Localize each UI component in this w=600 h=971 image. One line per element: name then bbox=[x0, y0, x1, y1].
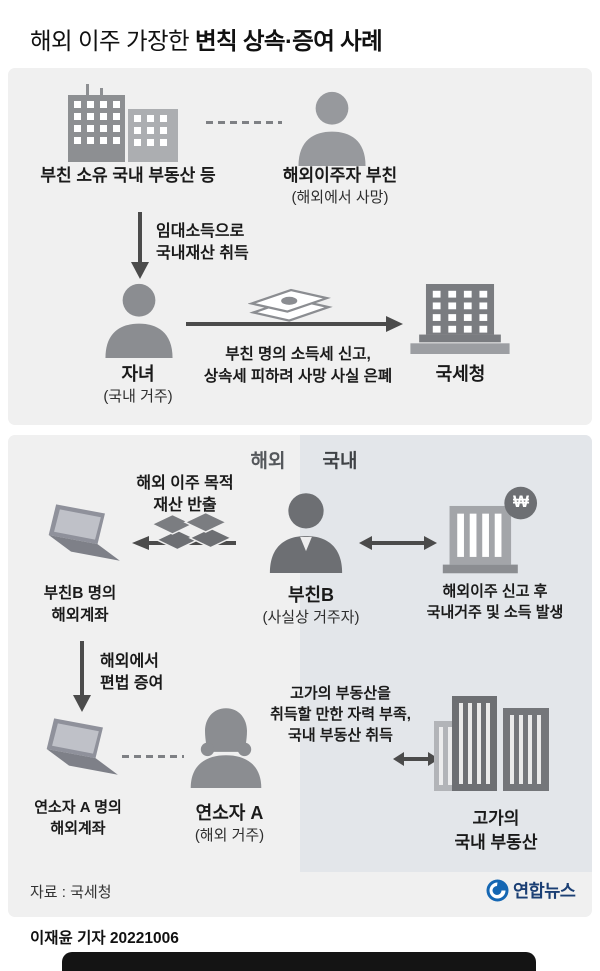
dashed-connector bbox=[206, 121, 282, 124]
won-symbol: ₩ bbox=[512, 492, 530, 511]
tax-office-building-icon bbox=[406, 284, 514, 354]
yonhap-logo: 연합뉴스 bbox=[486, 878, 576, 903]
emigrant-father-label: 해외이주자 부친 bbox=[282, 166, 398, 185]
tax-office-label: 국세청 bbox=[435, 364, 486, 384]
bottom-bar bbox=[62, 952, 536, 971]
domestic-zone-background bbox=[300, 435, 592, 872]
title-bold: 변칙 상속·증여 사례 bbox=[194, 28, 383, 54]
arrow-right-icon bbox=[186, 315, 404, 333]
domestic-property-buildings-icon bbox=[58, 82, 192, 162]
child-icon bbox=[98, 280, 180, 358]
case2-panel: 해외 국내 해외 이주 목적 재산 반출 bbox=[8, 435, 592, 917]
asset-cards-icon bbox=[150, 509, 234, 557]
emigrant-father-icon bbox=[292, 88, 372, 166]
title-regular: 해외 이주 가장한 bbox=[30, 28, 195, 54]
domestic-property-label: 부친 소유 국내 부동산 등 bbox=[40, 166, 216, 185]
asset-transfer-note: 해외 이주 목적 재산 반출 bbox=[136, 475, 234, 515]
dashed-connector bbox=[122, 755, 184, 758]
domestic-income-bank-icon: ₩ bbox=[438, 483, 538, 577]
insufficient-wealth-note: 고가의 부동산을 취득할 만한 자력 부족, 국내 부동산 취득 bbox=[270, 685, 411, 744]
minorA-note: (해외 거주) bbox=[194, 827, 265, 844]
minorA-label: 연소자 A bbox=[195, 803, 264, 823]
expensive-towers-icon bbox=[434, 691, 556, 797]
emigration-report-note: 해외이주 신고 후 국내거주 및 소득 발생 bbox=[426, 583, 564, 621]
laptop-icon bbox=[28, 501, 124, 579]
source-credit: 자료 : 국세청 bbox=[30, 884, 112, 901]
case1-panel: 부친 소유 국내 부동산 등 해외이주자 부친 (해외에서 사망) 임대소득으로… bbox=[8, 68, 592, 425]
money-bills-icon bbox=[248, 282, 334, 334]
fatherB-icon bbox=[264, 485, 348, 577]
child-note: (국내 거주) bbox=[103, 388, 173, 405]
fatherB-label: 부친B bbox=[287, 585, 335, 605]
tax-report-note: 부친 명의 소득세 신고, 상속세 피하려 사망 사실 은폐 bbox=[203, 346, 393, 385]
fatherB-account-label: 부친B 명의 해외계좌 bbox=[43, 585, 117, 624]
child-label: 자녀 bbox=[121, 364, 155, 384]
double-arrow-icon bbox=[392, 751, 440, 767]
emigrant-father-note: (해외에서 사망) bbox=[291, 189, 389, 206]
rental-income-note: 임대소득으로 국내재산 취득 bbox=[156, 223, 249, 263]
yonhap-logo-text: 연합뉴스 bbox=[513, 881, 576, 901]
yonhap-logo-icon bbox=[486, 879, 509, 902]
page-title: 해외 이주 가장한 변칙 상속·증여 사례 bbox=[30, 22, 383, 56]
towers-label: 고가의 국내 부동산 bbox=[454, 809, 538, 852]
double-arrow-icon bbox=[358, 535, 438, 551]
domestic-zone-label: 국내 bbox=[322, 451, 358, 472]
minorA-icon bbox=[184, 699, 268, 793]
illegal-gift-note: 해외에서 편법 증여 bbox=[100, 653, 164, 693]
laptop-icon bbox=[26, 715, 122, 793]
overseas-zone-label: 해외 bbox=[250, 451, 286, 472]
reporter-byline: 이재윤 기자 20221006 bbox=[30, 930, 179, 947]
arrow-down-icon bbox=[130, 212, 150, 280]
fatherB-note: (사실상 거주자) bbox=[262, 609, 360, 626]
minorA-account-label: 연소자 A 명의 해외계좌 bbox=[34, 799, 122, 837]
arrow-down-icon bbox=[72, 641, 92, 713]
